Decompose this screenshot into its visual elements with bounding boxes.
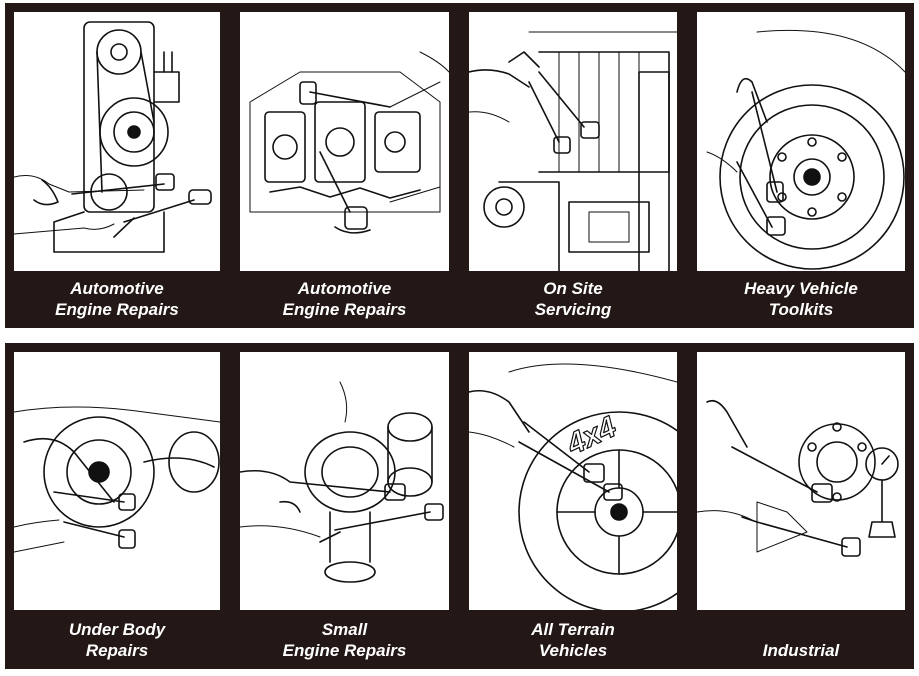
atv-wheel-icon: 4x4	[469, 363, 677, 610]
engine-timing-belt-illustration	[14, 12, 220, 271]
tile-heavy-vehicle-toolkits[interactable]: Heavy Vehicle Toolkits	[688, 3, 914, 328]
caption-line-1: On Site	[543, 279, 603, 298]
caption-line-1: Automotive	[70, 279, 164, 298]
small-engine-icon	[240, 381, 444, 583]
underbody-suspension-illustration	[14, 352, 220, 610]
truck-wheel-icon	[706, 29, 905, 270]
caption-line-2: Toolkits	[768, 300, 834, 319]
tile-caption: On Site Servicing	[460, 278, 686, 320]
tile-caption: Small Engine Repairs	[231, 619, 458, 661]
tile-caption: Heavy Vehicle Toolkits	[688, 278, 914, 320]
tile-small-engine-repairs[interactable]: Small Engine Repairs	[231, 343, 458, 669]
tile-caption: Under Body Repairs	[5, 619, 229, 661]
underbody-suspension-icon	[14, 406, 220, 553]
caption-line-1: Industrial	[762, 641, 840, 660]
caption-line-1: Under Body	[68, 620, 166, 639]
caption-line-2: Repairs	[85, 641, 149, 660]
engine-bay-illustration	[240, 12, 449, 271]
tile-automotive-engine-repairs-2[interactable]: Automotive Engine Repairs	[231, 3, 458, 328]
caption-line-2: Engine Repairs	[282, 641, 407, 660]
application-row-bottom: Under Body Repairs	[5, 343, 914, 669]
tile-caption: Automotive Engine Repairs	[5, 278, 229, 320]
machinery-frame-icon	[469, 31, 677, 271]
tile-under-body-repairs[interactable]: Under Body Repairs	[5, 343, 229, 669]
engine-bay-icon	[249, 51, 449, 234]
caption-line-2: Servicing	[534, 300, 612, 319]
tile-all-terrain-vehicles[interactable]: 4x4 All Terrain Vehicles	[460, 343, 686, 669]
tile-on-site-servicing[interactable]: On Site Servicing	[460, 3, 686, 328]
svg-text:4x4: 4x4	[561, 410, 622, 462]
small-engine-illustration	[240, 352, 449, 610]
industrial-gauge-icon	[697, 399, 899, 557]
engine-timing-belt-icon	[14, 21, 212, 253]
caption-line-1: All Terrain	[531, 620, 615, 639]
caption-line-1: Automotive	[297, 279, 392, 298]
tile-industrial[interactable]: Industrial	[688, 343, 914, 669]
caption-line-2: Vehicles	[538, 641, 608, 660]
industrial-gauge-illustration	[697, 352, 905, 610]
caption-line-2: Engine Repairs	[55, 300, 179, 319]
tile-caption: Industrial	[688, 640, 914, 661]
caption-line-1: Small	[321, 620, 368, 639]
caption-line-2: Engine Repairs	[282, 300, 407, 319]
caption-line-1: Heavy Vehicle	[744, 279, 858, 298]
atv-wheel-illustration: 4x4	[469, 352, 677, 610]
application-row-top: Automotive Engine Repairs	[5, 3, 914, 328]
tile-caption: Automotive Engine Repairs	[231, 278, 458, 320]
tile-automotive-engine-repairs-1[interactable]: Automotive Engine Repairs	[5, 3, 229, 328]
tile-caption: All Terrain Vehicles	[460, 619, 686, 661]
machinery-frame-illustration	[469, 12, 677, 271]
truck-wheel-illustration	[697, 12, 905, 271]
